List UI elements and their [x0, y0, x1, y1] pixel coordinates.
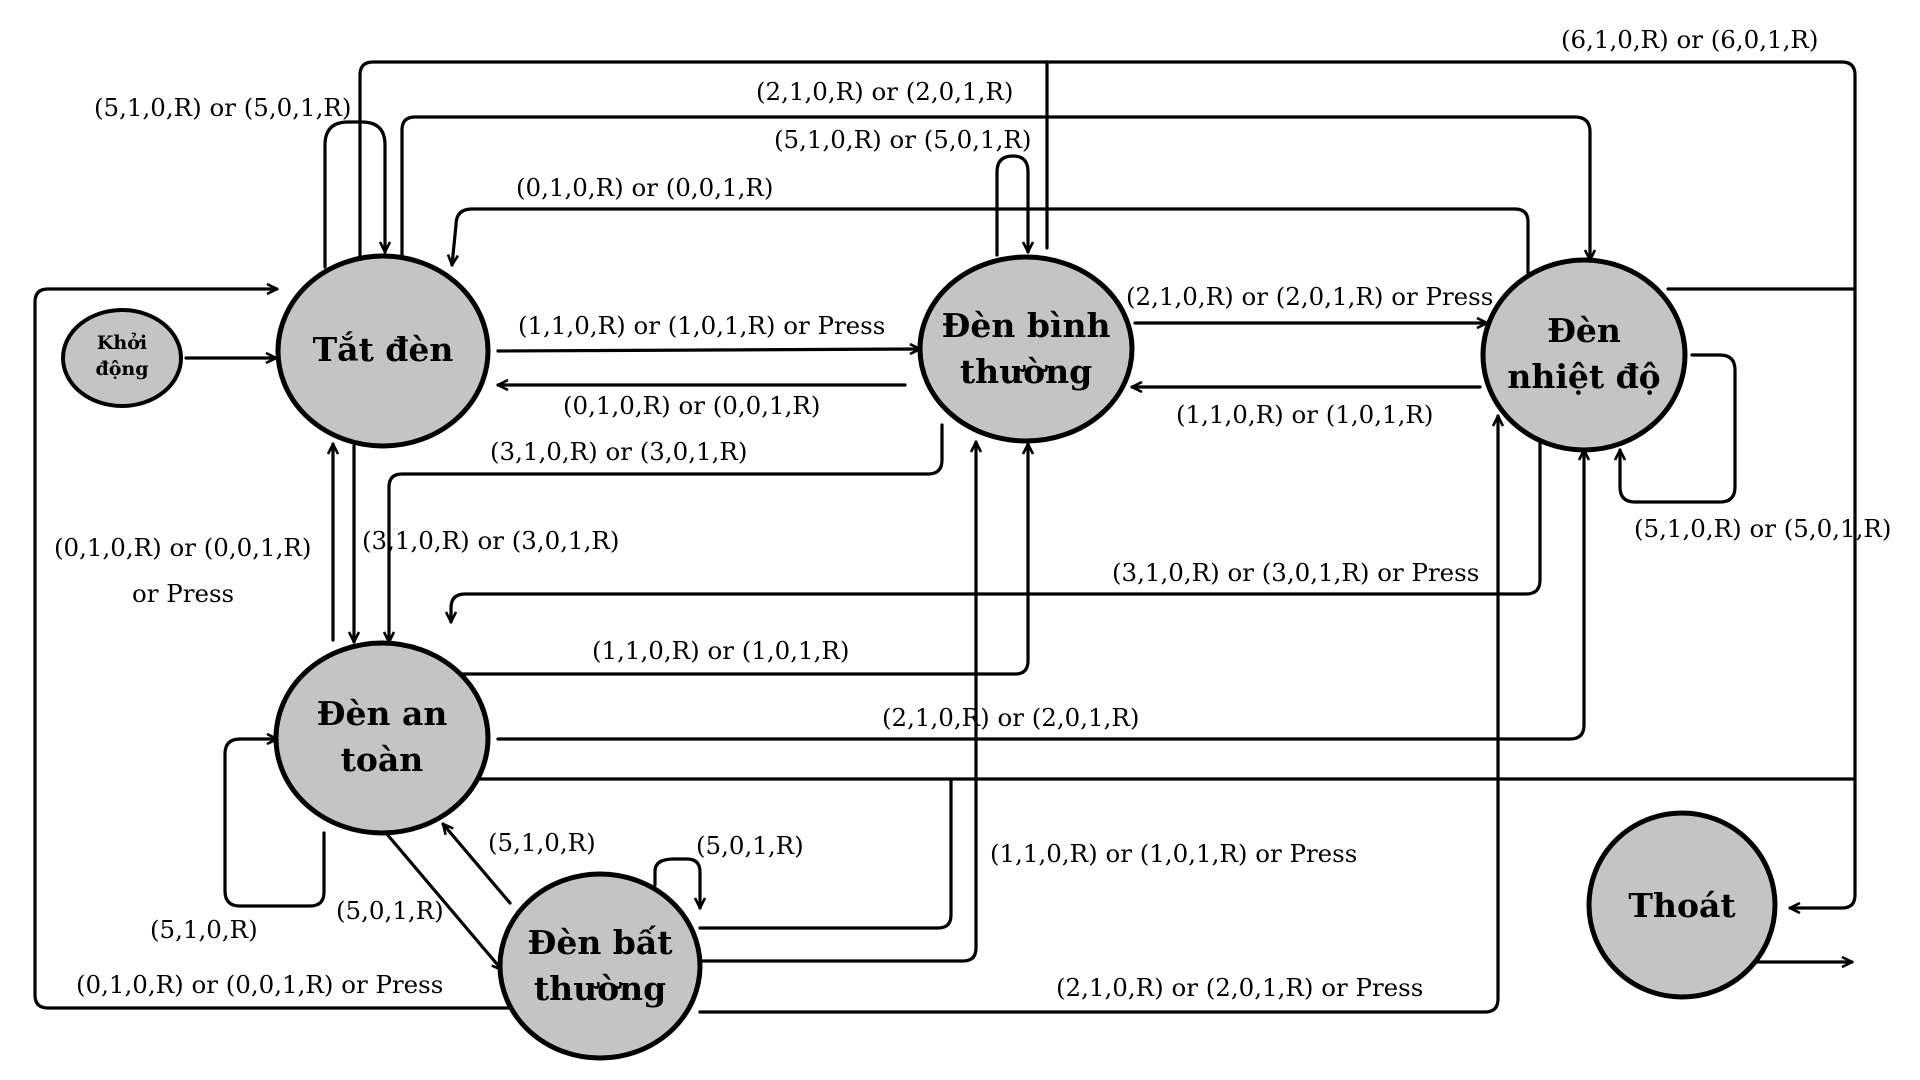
svg-text:động: động — [95, 358, 148, 380]
label-t0-binh-tat: (0,1,0,R) or (0,0,1,R) — [563, 391, 820, 420]
svg-text:thường: thường — [960, 352, 1092, 391]
label-t2-binh-nhiet: (2,1,0,R) or (2,0,1,R) or Press — [1126, 282, 1493, 311]
edge-tat-to-binh — [496, 349, 922, 351]
svg-text:Khởi: Khởi — [97, 332, 147, 354]
edge-an-to-nhiet — [496, 448, 1584, 741]
label-t2-tat-nhiet: (2,1,0,R) or (2,0,1,R) — [756, 77, 1013, 106]
state-den-bat-thuong: Đèn bất thường — [497, 871, 703, 1061]
label-t3-nhiet-an: (3,1,0,R) or (3,0,1,R) or Press — [1112, 558, 1479, 587]
edge-binh-self-loop — [995, 154, 1028, 257]
edge-an-to-bat — [384, 831, 502, 970]
edge-tat-self-loop — [323, 120, 385, 269]
label-t0-nhiet-tat: (0,1,0,R) or (0,0,1,R) — [516, 173, 773, 202]
edge-nhiet-to-tat-top — [452, 207, 1530, 275]
svg-text:Thoát: Thoát — [1628, 886, 1736, 925]
edge-nhiet-to-an — [451, 438, 1542, 624]
label-t2-bat-nhiet: (2,1,0,R) or (2,0,1,R) or Press — [1056, 973, 1423, 1002]
label-t5-binh-loop: (5,1,0,R) or (5,0,1,R) — [774, 125, 1031, 154]
label-t5-nhiet-loop: (5,1,0,R) or (5,0,1,R) — [1634, 514, 1891, 543]
edge-nhiet-self-loop — [1620, 353, 1737, 504]
state-den-binh-thuong: Đèn bình thường — [917, 254, 1135, 444]
edge-tat-to-nhiet — [400, 115, 1590, 262]
label-t5-tat-loop: (5,1,0,R) or (5,0,1,R) — [94, 93, 351, 122]
label-t50-bat-loop: (5,0,1,R) — [696, 831, 804, 860]
edge-binh-to-an — [389, 423, 944, 644]
state-tat-den: Tắt đèn — [275, 253, 491, 449]
label-t1-tat-binh: (1,1,0,R) or (1,0,1,R) or Press — [518, 311, 885, 340]
svg-text:Đèn an: Đèn an — [317, 694, 448, 733]
label-t51-an-loop: (5,1,0,R) — [150, 915, 258, 944]
edge-bat-to-bus — [698, 777, 953, 930]
edge-to-thoat — [358, 60, 1857, 908]
svg-text:Tắt đèn: Tắt đèn — [313, 330, 454, 369]
label-t1-an-binh: (1,1,0,R) or (1,0,1,R) — [592, 636, 849, 665]
edge-an-to-binh — [460, 442, 1028, 676]
label-t3-tat-an: (3,1,0,R) or (3,0,1,R) — [362, 526, 619, 555]
label-t6-exit: (6,1,0,R) or (6,0,1,R) — [1561, 25, 1818, 54]
svg-text:nhiệt độ: nhiệt độ — [1507, 357, 1660, 396]
svg-text:Đèn bình: Đèn bình — [942, 306, 1111, 345]
label-t0-bat-tat: (0,1,0,R) or (0,0,1,R) or Press — [76, 970, 443, 999]
edge-an-self-loop — [223, 739, 326, 908]
edge-bat-to-an — [443, 824, 512, 905]
state-thoat: Thoát — [1586, 810, 1778, 1000]
label-t2-an-nhiet: (2,1,0,R) or (2,0,1,R) — [882, 703, 1139, 732]
state-den-an-toan: Đèn an toàn — [273, 640, 491, 836]
edge-bat-to-nhiet — [698, 414, 1498, 1014]
edge-bat-self-loop — [653, 857, 700, 910]
label-t0-an-tat-line1: (0,1,0,R) or (0,0,1,R) — [54, 533, 311, 562]
label-t0-an-tat-line2: or Press — [132, 579, 234, 608]
label-t1-nhiet-binh: (1,1,0,R) or (1,0,1,R) — [1176, 400, 1433, 429]
edge-bat-to-binh — [698, 440, 976, 963]
label-t5-bat-an: (5,1,0,R) — [488, 828, 596, 857]
label-t501-an-bat: (5,0,1,R) — [336, 896, 444, 925]
state-den-nhiet-do: Đèn nhiệt độ — [1480, 257, 1688, 453]
svg-text:thường: thường — [534, 969, 666, 1008]
state-khoi-dong: Khởi động — [61, 308, 183, 408]
svg-text:toàn: toàn — [341, 740, 424, 779]
label-t1-bat-binh: (1,1,0,R) or (1,0,1,R) or Press — [990, 839, 1357, 868]
svg-text:Đèn bất: Đèn bất — [527, 923, 673, 962]
label-t3-binh-an: (3,1,0,R) or (3,0,1,R) — [490, 437, 747, 466]
edge-bat-to-tat — [33, 289, 510, 1010]
svg-text:Đèn: Đèn — [1547, 311, 1621, 350]
